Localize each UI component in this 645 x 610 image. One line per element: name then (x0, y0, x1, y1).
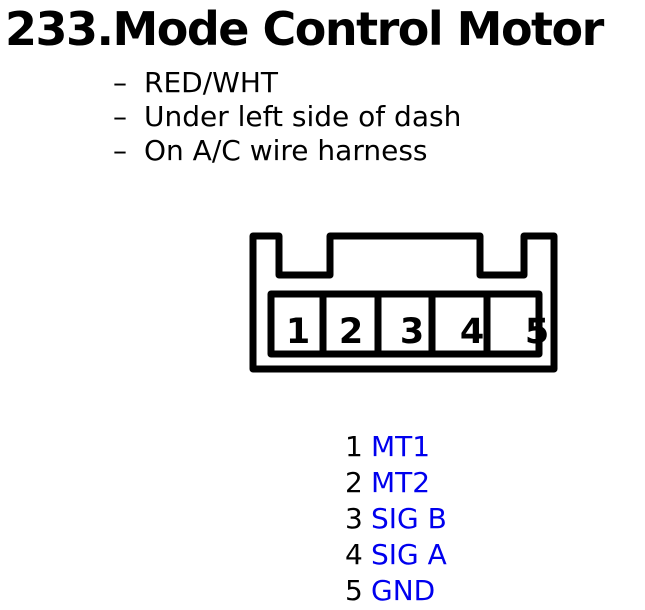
legend-row: 3 SIG B (345, 501, 447, 537)
legend-pin-number: 1 (345, 430, 363, 463)
legend-pin-label: SIG B (371, 502, 447, 535)
note-item: – Under left side of dash (113, 100, 461, 134)
pin-legend: 1 MT1 2 MT2 3 SIG B 4 SIG A 5 GND (345, 429, 447, 609)
dash-bullet: – (113, 66, 127, 99)
pin-row-frame (267, 290, 543, 358)
dash-bullet: – (113, 100, 127, 133)
legend-pin-label: GND (371, 574, 436, 607)
note-text: RED/WHT (144, 66, 278, 99)
legend-pin-label: MT1 (371, 430, 431, 463)
legend-pin-number: 2 (345, 466, 363, 499)
legend-row: 5 GND (345, 573, 447, 609)
page-title: 233.Mode Control Motor (5, 2, 604, 56)
legend-pin-number: 5 (345, 574, 363, 607)
legend-row: 4 SIG A (345, 537, 447, 573)
note-text: Under left side of dash (144, 100, 462, 133)
connector-diagram: 1 2 3 4 5 (249, 232, 558, 373)
legend-pin-number: 4 (345, 538, 363, 571)
legend-row: 1 MT1 (345, 429, 447, 465)
pin-number-5: 5 (525, 312, 549, 352)
legend-pin-number: 3 (345, 502, 363, 535)
note-item: – On A/C wire harness (113, 134, 461, 168)
legend-pin-label: MT2 (371, 466, 431, 499)
pin-number-1: 1 (286, 312, 310, 352)
legend-pin-label: SIG A (371, 538, 447, 571)
dash-bullet: – (113, 134, 127, 167)
pin-number-3: 3 (400, 312, 424, 352)
pin-number-2: 2 (339, 312, 363, 352)
legend-row: 2 MT2 (345, 465, 447, 501)
notes-list: – RED/WHT – Under left side of dash – On… (113, 66, 461, 168)
pin-number-4: 4 (460, 312, 484, 352)
note-text: On A/C wire harness (144, 134, 428, 167)
note-item: – RED/WHT (113, 66, 461, 100)
